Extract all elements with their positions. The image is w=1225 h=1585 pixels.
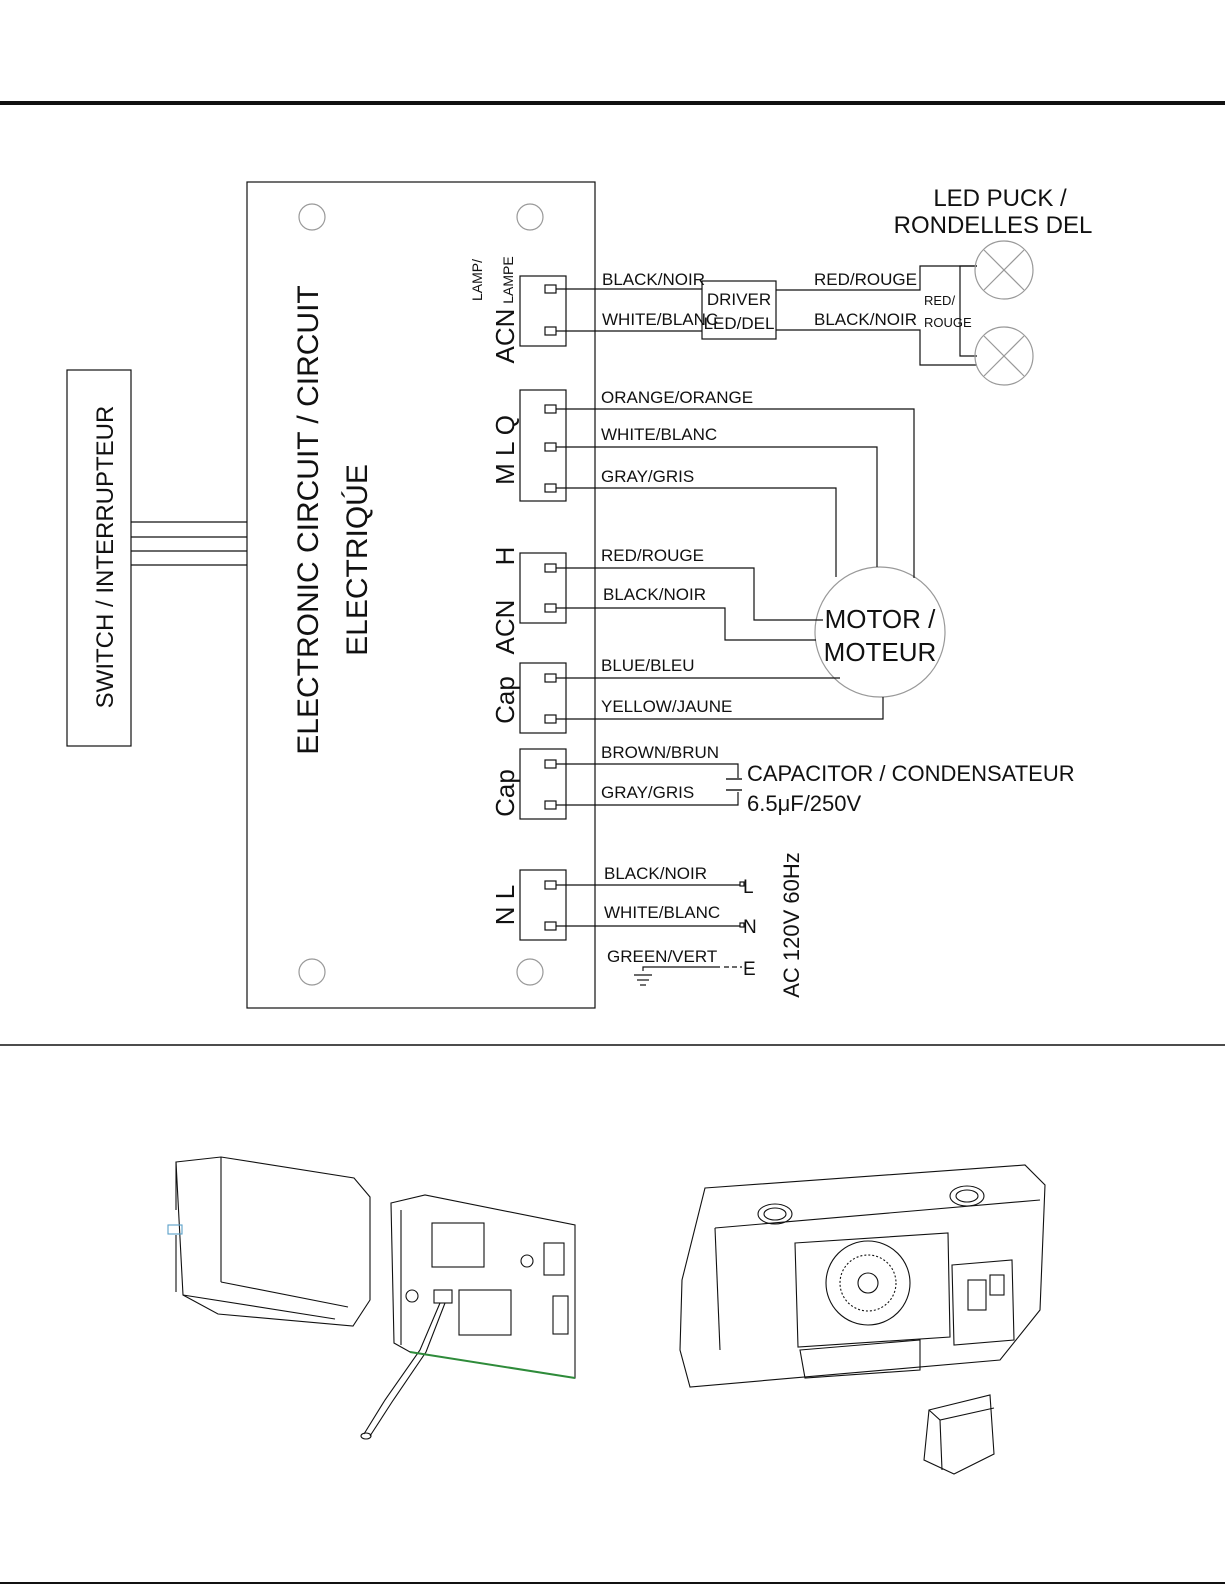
led-puck-icon <box>983 249 1025 291</box>
lamp-acn-label: ACN <box>490 309 520 364</box>
capacitor-label-line2: 6.5μF/250V <box>747 791 862 816</box>
wire-high-red <box>556 567 823 621</box>
wire-label: GRAY/GRIS <box>601 467 694 486</box>
connector-high <box>519 552 567 624</box>
wire-label: WHITE/BLANC <box>601 425 717 444</box>
wire-label: BROWN/BRUN <box>601 743 719 762</box>
terminal-N-label: N <box>743 917 757 938</box>
led-puck-icon <box>974 240 1034 300</box>
wire-speed-white <box>556 446 878 567</box>
high-connector-label: H <box>490 547 520 566</box>
wire-brown <box>556 763 739 778</box>
circuit-board <box>246 181 596 1009</box>
board-label-line2: ELECTRIQÚE <box>341 464 374 656</box>
mounting-hole <box>298 203 326 231</box>
led-driver-box <box>701 280 777 340</box>
mounting-hole <box>516 958 544 986</box>
wire-label: YELLOW/JAUNE <box>601 697 732 716</box>
wire-label: WHITE/BLANC <box>604 903 720 922</box>
wire-label: ORANGE/ORANGE <box>601 388 753 407</box>
wire-label: RED/ROUGE <box>601 546 704 565</box>
capacitor-label-line1: CAPACITOR / CONDENSATEUR <box>747 761 1075 786</box>
wire-label: RED/ROUGE <box>814 270 917 289</box>
motor-label-line1: MOTOR / <box>825 604 937 634</box>
wire-label: BLACK/NOIR <box>814 310 917 329</box>
motor-label-line2: MOTEUR <box>824 637 937 667</box>
wire-led-black <box>776 329 977 366</box>
range-hood-illustration <box>679 1164 1046 1475</box>
connector-cap2 <box>519 748 567 820</box>
terminal-L <box>739 881 745 887</box>
wire-label: ROUGE <box>924 315 972 330</box>
terminal-N <box>739 922 745 928</box>
connector-lamp <box>519 275 567 347</box>
schematic <box>66 181 1034 1009</box>
connector-power <box>519 869 567 941</box>
driver-label-line1: DRIVER <box>707 290 771 309</box>
driver-label-line2: LED/DEL <box>704 314 775 333</box>
wire-yellow <box>556 697 884 720</box>
led-puck-label-line2: RONDELLES DEL <box>894 212 1093 239</box>
led-puck-icon <box>974 326 1034 386</box>
wire-led-red <box>776 265 977 291</box>
wire-speed-gray <box>556 487 837 577</box>
board-label-line1: ELECTRONIC CIRCUIT / CIRCUIT <box>292 285 325 754</box>
controller-box-illustration <box>167 1156 576 1440</box>
wire-label: RED/ <box>924 293 955 308</box>
switch-label: SWITCH / INTERRUPTEUR <box>92 406 119 709</box>
led-puck-icon <box>983 335 1025 377</box>
wire-orange <box>556 408 915 578</box>
switch-box <box>66 369 132 747</box>
wire-green <box>642 966 720 971</box>
terminal-E-label: E <box>743 959 756 980</box>
lamp-connector-label: LAMP/ <box>469 259 485 301</box>
speed-connector-label: M L Q <box>490 415 520 485</box>
led-puck-label-line1: LED PUCK / <box>933 185 1067 212</box>
connector-cap1 <box>519 662 567 734</box>
cap1-connector-label: Cap <box>490 676 520 724</box>
motor-symbol <box>814 566 946 698</box>
supply-label: AC 120V 60Hz <box>779 852 804 998</box>
wire-label: BLACK/NOIR <box>604 864 707 883</box>
terminal-L-label: L <box>743 877 754 898</box>
high-acn-label: ACN <box>490 600 520 655</box>
mounting-hole <box>298 958 326 986</box>
wire-label: BLUE/BLEU <box>601 656 695 675</box>
wire-label: GREEN/VERT <box>607 947 717 966</box>
connector-speed <box>519 389 567 502</box>
wire-label: WHITE/BLANC <box>602 310 718 329</box>
mounting-hole <box>516 203 544 231</box>
wire-label: BLACK/NOIR <box>603 585 706 604</box>
wire-label: GRAY/GRIS <box>601 783 694 802</box>
wire-puck-link <box>959 265 977 357</box>
wire-label: BLACK/NOIR <box>602 270 705 289</box>
wire-cap-gray <box>556 792 739 806</box>
cap2-connector-label: Cap <box>490 769 520 817</box>
wire-high-black <box>556 607 816 641</box>
power-connector-label: N L <box>490 885 520 925</box>
lamp-connector-label: LAMPE <box>500 256 516 303</box>
